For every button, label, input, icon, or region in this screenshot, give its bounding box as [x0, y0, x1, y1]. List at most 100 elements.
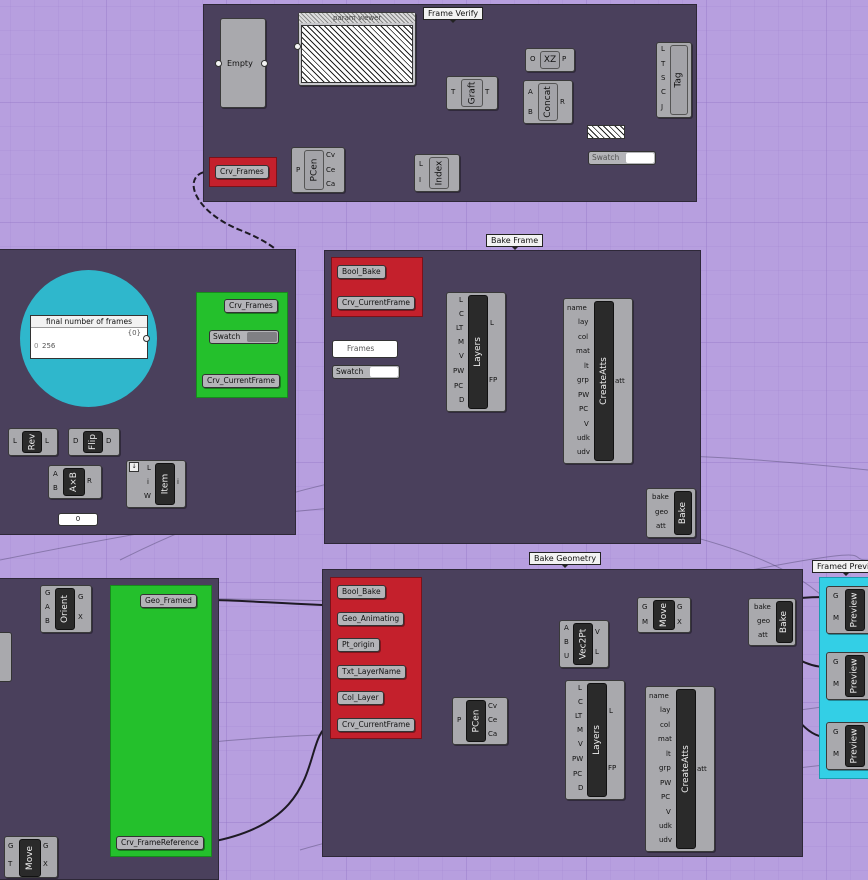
- swatch-bake-frame[interactable]: Swatch: [332, 365, 400, 379]
- createatts-geo-input-udv: udv: [659, 836, 673, 844]
- axb-component[interactable]: A B A×B R: [48, 465, 102, 499]
- layers-component-frame[interactable]: L C LT M V PW PC D Layers L FP: [446, 292, 506, 412]
- empty-input-grip[interactable]: [215, 60, 222, 67]
- offscreen-component-stub[interactable]: [0, 632, 12, 682]
- preview-1-input-g: G: [833, 592, 839, 600]
- move-left-input-g: G: [8, 842, 14, 850]
- orient-input-g: G: [45, 589, 51, 597]
- index-component[interactable]: L I Index: [414, 154, 460, 192]
- param-viewer-display: [301, 25, 413, 83]
- group-title-frame-verify: Frame Verify: [423, 7, 484, 23]
- rev-core: Rev: [22, 431, 42, 453]
- rev-output-l: L: [45, 437, 49, 445]
- param-viewer-label: param viewer: [333, 14, 382, 22]
- index-input-l: L: [419, 160, 423, 168]
- bool-bake-param-frame[interactable]: Bool_Bake: [337, 265, 386, 279]
- move-component-left[interactable]: G T Move G X: [4, 836, 58, 878]
- item-wrap-icon[interactable]: ↓: [129, 462, 139, 472]
- pcen-output-cv: Cv: [326, 151, 336, 159]
- bake-geo-input-geo: geo: [757, 617, 771, 625]
- layers-geo-input-l: L: [578, 684, 582, 692]
- vec2pt-component[interactable]: A B U Vec2Pt V L: [559, 620, 609, 668]
- geo-framed-param[interactable]: Geo_Framed: [140, 594, 197, 608]
- orient-component[interactable]: G A B Orient G X: [40, 585, 92, 633]
- preview-component-3[interactable]: G M Preview: [826, 722, 868, 770]
- createatts-frame-input-v: V: [584, 420, 589, 428]
- layers-frame-input-pw: PW: [453, 367, 465, 375]
- param-viewer[interactable]: param viewer: [298, 12, 416, 86]
- frames-text-panel[interactable]: Frames: [332, 340, 398, 358]
- vec2pt-input-a: A: [564, 624, 569, 632]
- param-viewer-input-grip[interactable]: [294, 43, 301, 50]
- swatch-frame-verify[interactable]: Swatch: [588, 151, 656, 165]
- layers-geo-output-fp: FP: [608, 764, 617, 772]
- layers-frame-input-d: D: [459, 396, 465, 404]
- concat-component[interactable]: A B Concat R: [523, 80, 573, 124]
- orient-core: Orient: [55, 588, 75, 630]
- flip-component[interactable]: D Flip D: [68, 428, 120, 456]
- slider-zero[interactable]: 0: [58, 513, 98, 526]
- pcen-component-frame-verify[interactable]: P PCen Cv Ce Ca: [291, 147, 345, 193]
- preview-component-2[interactable]: G M Preview: [826, 652, 868, 700]
- pt-origin-param[interactable]: Pt_origin: [337, 638, 380, 652]
- flip-core: Flip: [83, 431, 103, 453]
- xz-component[interactable]: O XZ P: [525, 48, 575, 72]
- crv-frames-param-left[interactable]: Crv_Frames: [224, 299, 278, 313]
- tag-input-j: J: [661, 103, 664, 111]
- move-geo-output-x: X: [677, 618, 682, 626]
- createatts-frame-input-mat: mat: [576, 347, 590, 355]
- createatts-component-frame[interactable]: name lay col mat lt grp PW PC V udk udv …: [563, 298, 633, 464]
- txt-layername-param[interactable]: Txt_LayerName: [337, 665, 406, 679]
- layers-geo-input-v: V: [578, 740, 583, 748]
- layers-component-geometry[interactable]: L C LT M V PW PC D Layers L FP: [565, 680, 625, 800]
- createatts-geo-input-col: col: [660, 721, 671, 729]
- pcen-component-geometry[interactable]: P PCen Cv Ce Ca: [452, 697, 508, 745]
- bake-frame-input-att: att: [656, 522, 666, 530]
- panel-output-grip[interactable]: [143, 335, 150, 342]
- color-preview-swatch[interactable]: [587, 125, 625, 139]
- preview-component-1[interactable]: G M Preview: [826, 586, 868, 634]
- final-frames-panel[interactable]: final number of frames {0} 0 256: [30, 315, 148, 359]
- layers-frame-input-pc: PC: [454, 382, 464, 390]
- item-component[interactable]: ↓ L i W Item i: [126, 460, 186, 508]
- xz-input-o: O: [530, 55, 536, 63]
- layers-geo-input-lt: LT: [575, 712, 583, 720]
- red-group-bake-geometry-inputs[interactable]: [330, 577, 422, 739]
- bake-component-frame[interactable]: bake geo att Bake: [646, 488, 696, 538]
- swatch-left[interactable]: Swatch: [209, 330, 279, 344]
- empty-output-grip[interactable]: [261, 60, 268, 67]
- move-component-geometry[interactable]: G M Move G X: [637, 597, 691, 633]
- bool-bake-param-geometry[interactable]: Bool_Bake: [337, 585, 386, 599]
- createatts-frame-input-grp: grp: [577, 376, 589, 384]
- concat-output-r: R: [560, 98, 565, 106]
- pcen-geo-output-cv: Cv: [488, 702, 498, 710]
- orient-output-g: G: [78, 593, 84, 601]
- tag-component[interactable]: L T S C J Tag: [656, 42, 692, 118]
- flip-output-d: D: [106, 437, 112, 445]
- vec2pt-core: Vec2Pt: [573, 623, 593, 665]
- rev-component[interactable]: L Rev L: [8, 428, 58, 456]
- green-group-frame-reference[interactable]: [110, 585, 212, 857]
- axb-output-r: R: [87, 477, 92, 485]
- crv-frame-reference-param[interactable]: Crv_FrameReference: [116, 836, 204, 850]
- geo-animating-param[interactable]: Geo_Animating: [337, 612, 405, 626]
- createatts-geo-output-att: att: [697, 765, 707, 773]
- createatts-geo-input-pw: PW: [660, 779, 672, 787]
- item-core: Item: [155, 463, 175, 505]
- crv-current-frame-param-frame[interactable]: Crv_CurrentFrame: [337, 296, 416, 310]
- crv-frames-param[interactable]: Crv_Frames: [215, 165, 269, 179]
- bake-geo-input-att: att: [758, 631, 768, 639]
- col-layer-param[interactable]: Col_Layer: [337, 691, 384, 705]
- layers-geo-output-l: L: [609, 707, 613, 715]
- layers-frame-core: Layers: [468, 295, 488, 409]
- orient-input-a: A: [45, 603, 50, 611]
- bake-component-geometry[interactable]: bake geo att Bake: [748, 598, 796, 646]
- empty-component[interactable]: Empty: [220, 18, 266, 108]
- crv-current-frame-param-geometry[interactable]: Crv_CurrentFrame: [337, 718, 416, 732]
- graft-component[interactable]: T Graft T: [446, 76, 498, 110]
- createatts-component-geometry[interactable]: name lay col mat lt grp PW PC V udk udv …: [645, 686, 715, 852]
- crv-current-frame-param-left[interactable]: Crv_CurrentFrame: [202, 374, 281, 388]
- preview-2-input-m: M: [833, 680, 840, 688]
- preview-3-core: Preview: [845, 725, 865, 767]
- bake-frame-input-bake: bake: [652, 493, 669, 501]
